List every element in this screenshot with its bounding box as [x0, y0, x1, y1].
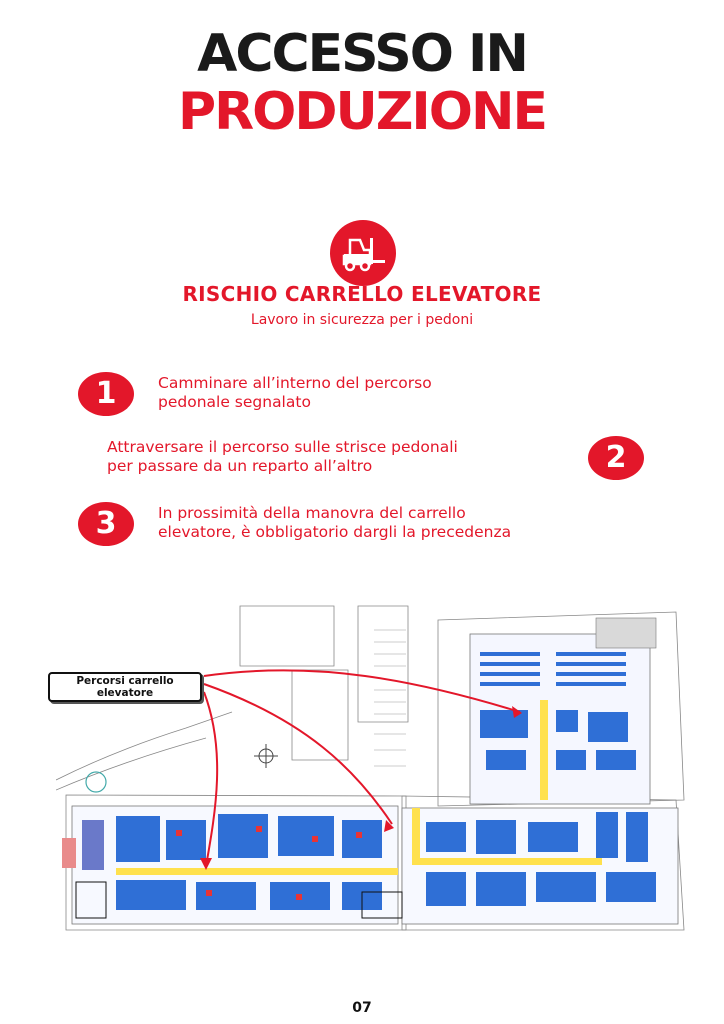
risk-title: RISCHIO CARRELLO ELEVATORE	[182, 282, 542, 306]
rule-1-badge: 1	[78, 372, 134, 416]
plant-map	[56, 605, 685, 931]
rule-1-line1: Camminare all’interno del percorso	[158, 374, 432, 392]
rule-3-badge: 3	[78, 502, 134, 546]
map-callout-line2: elevatore	[96, 687, 154, 699]
rule-2-text: Attraversare il percorso sulle strisce p…	[107, 438, 458, 476]
rule-2-line2: per passare da un reparto all’altro	[107, 457, 373, 475]
page-number: 07	[352, 1000, 372, 1016]
rule-3-line1: In prossimità della manovra del carrello	[158, 504, 466, 522]
forklift-icon	[330, 220, 396, 286]
map-callout: Percorsi carrello elevatore	[48, 672, 202, 702]
risk-subtitle: Lavoro in sicurezza per i pedoni	[250, 312, 474, 328]
map-callout-line1: Percorsi carrello	[76, 675, 174, 687]
rule-3-line2: elevatore, è obbligatorio dargli la prec…	[158, 523, 512, 541]
rule-1-text: Camminare all’interno del percorso pedon…	[158, 374, 432, 412]
rule-3-text: In prossimità della manovra del carrello…	[158, 504, 511, 542]
page-title-line1: ACCESSO IN	[197, 24, 529, 84]
rule-1-line2: pedonale segnalato	[158, 393, 311, 411]
page-title-line2: PRODUZIONE	[177, 82, 548, 142]
rule-2-badge: 2	[588, 436, 644, 480]
rule-2-line1: Attraversare il percorso sulle strisce p…	[107, 438, 458, 456]
